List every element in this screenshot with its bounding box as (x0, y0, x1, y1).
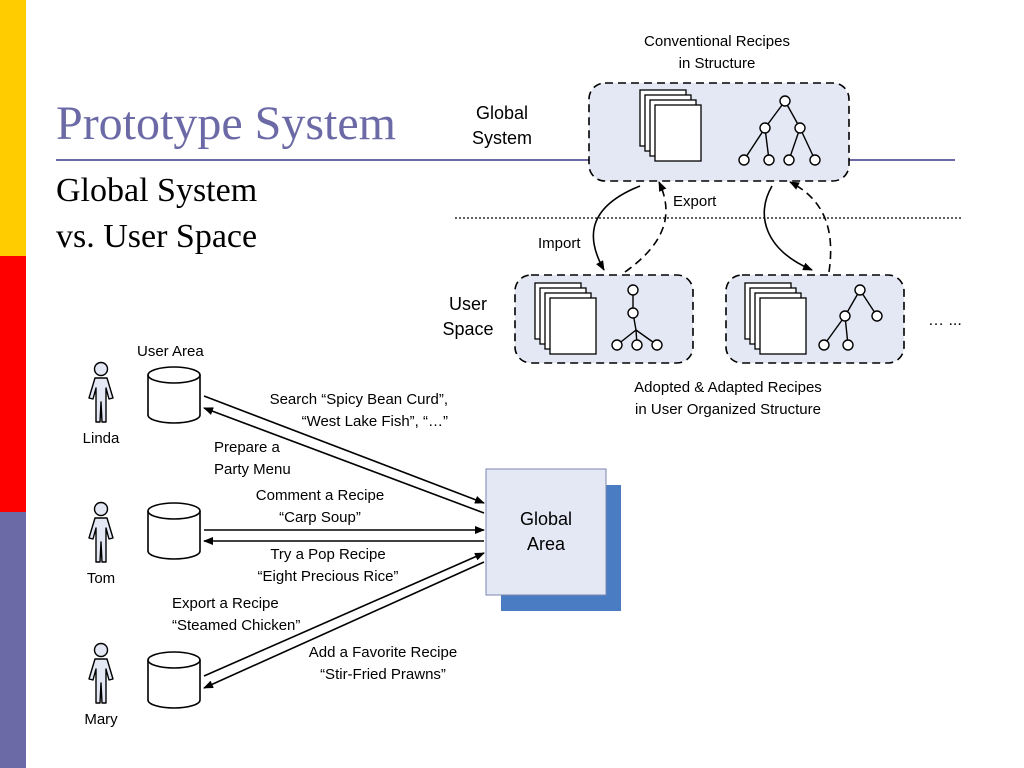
hierarchy-tree-icon (818, 284, 883, 351)
global-area-box (485, 468, 607, 596)
database-icon (147, 366, 201, 424)
document-stack-icon (744, 282, 807, 355)
global-area-label: Global Area (519, 509, 573, 554)
export-recipe-label: Export a Recipe “Steamed Chicken” (172, 595, 301, 634)
slide-subtitle: Global System vs. User Space (56, 168, 257, 260)
try-recipe-label: Try a Pop Recipe “Eight Precious Rice” (257, 546, 399, 585)
person-icon (88, 501, 114, 563)
hierarchy-tree-icon (611, 284, 663, 351)
export-label: Export (673, 193, 717, 210)
user-area-label: User Area (137, 343, 204, 360)
user-name-tom: Tom (86, 570, 116, 587)
accent-bar-purple (0, 512, 26, 768)
prepare-menu-arrow (203, 407, 485, 514)
document-stack-icon (639, 89, 702, 162)
person-icon (88, 642, 114, 704)
hierarchy-tree-icon (738, 95, 821, 166)
database-icon (147, 502, 201, 560)
export-arrow (789, 181, 832, 273)
user-space-panel (725, 274, 905, 364)
search-arrow (203, 395, 485, 504)
adopted-recipes-label: Adopted & Adapted Recipes in User Organi… (634, 379, 822, 418)
accent-bar-red (0, 256, 26, 512)
database-icon (147, 651, 201, 709)
favorite-arrow (203, 561, 485, 689)
subtitle-line-2: vs. User Space (56, 218, 258, 255)
accent-bar-yellow (0, 0, 26, 256)
favorite-recipe-label: Add a Favorite Recipe “Stir-Fried Prawns… (308, 644, 458, 683)
user-space-panel (514, 274, 694, 364)
export-arrow (624, 181, 667, 273)
user-name-mary: Mary (84, 711, 118, 728)
conventional-recipes-label: Conventional Recipes in Structure (644, 33, 790, 72)
prepare-menu-label: Prepare a Party Menu (214, 439, 291, 478)
global-system-label: Global System (471, 103, 532, 148)
subtitle-line-1: Global System (56, 172, 258, 209)
person-icon (88, 361, 114, 423)
export-recipe-arrow (203, 552, 485, 677)
slide-title: Prototype System (56, 97, 397, 150)
ellipsis-label: … ... (928, 312, 962, 329)
document-stack-icon (534, 282, 597, 355)
import-arrow (763, 185, 813, 271)
comment-action-label: Comment a Recipe “Carp Soup” (255, 487, 385, 526)
user-name-linda: Linda (82, 430, 120, 447)
import-label: Import (538, 235, 581, 252)
user-space-label: User Space (442, 294, 494, 339)
import-arrow (592, 185, 641, 271)
global-system-panel (588, 82, 850, 182)
search-action-label: Search “Spicy Bean Curd”, “West Lake Fis… (269, 391, 448, 430)
